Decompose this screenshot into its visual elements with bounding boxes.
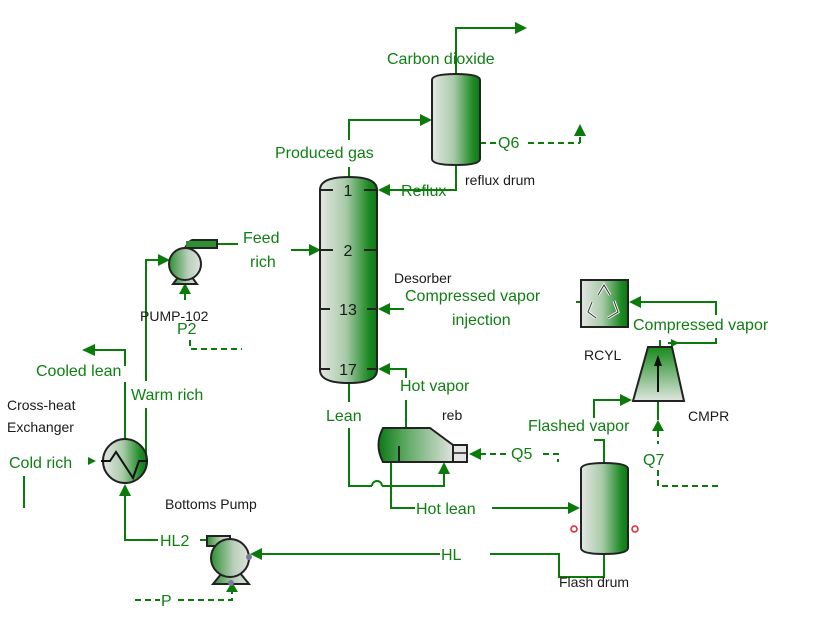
desorber-column[interactable]: 1 2 13 17 (319, 175, 378, 385)
label-hl2: HL2 (160, 533, 189, 550)
label-bottoms-pump: Bottoms Pump (165, 496, 257, 512)
label-flash-drum: Flash drum (559, 574, 629, 590)
label-p2: P2 (177, 321, 197, 338)
label-compressed-vapor-injection-1: Compressed vapor (405, 288, 541, 305)
label-produced-gas: Produced gas (275, 145, 374, 162)
label-rcyl: RCYL (584, 347, 622, 363)
stream-q5[interactable] (469, 448, 559, 462)
stream-compressed-vapor[interactable] (629, 296, 717, 347)
label-warm-rich: Warm rich (131, 387, 203, 404)
label-cooled-lean: Cooled lean (36, 363, 121, 380)
label-reflux: Reflux (401, 183, 446, 200)
recycle-block[interactable] (580, 279, 629, 328)
label-q6: Q6 (498, 135, 519, 152)
port-marker-right (631, 525, 639, 533)
stream-hl[interactable] (250, 548, 605, 578)
label-flashed-vapor: Flashed vapor (528, 418, 630, 435)
label-reb: reb (442, 407, 462, 423)
stream-feed-rich[interactable] (217, 243, 321, 256)
streams (23, 22, 720, 601)
stream-reflux[interactable] (378, 165, 457, 196)
reboiler[interactable] (377, 427, 468, 463)
stream-q7[interactable] (652, 401, 720, 487)
label-pump-102: PUMP-102 (140, 308, 209, 324)
label-cold-rich: Cold rich (9, 455, 72, 472)
label-hl: HL (441, 547, 462, 564)
label-feed: Feed (243, 230, 279, 247)
block-labels: Desorber reflux drum PUMP-102 RCYL CMPR … (7, 172, 729, 590)
stage-label-17: 17 (339, 362, 357, 379)
label-q5: Q5 (511, 446, 532, 463)
label-compressed-vapor-injection-2: injection (452, 312, 511, 329)
stream-cold-rich[interactable] (23, 457, 96, 508)
stream-lean[interactable] (348, 383, 450, 487)
label-p: P (161, 593, 172, 610)
stream-hot-vapor[interactable] (378, 363, 407, 428)
stream-q6[interactable] (480, 124, 586, 144)
label-carbon-dioxide: Carbon dioxide (387, 51, 495, 68)
stream-flashed-vapor[interactable] (593, 394, 632, 463)
stage-label-13: 13 (339, 302, 357, 319)
label-cmpr: CMPR (688, 408, 729, 424)
compressor[interactable] (631, 346, 686, 402)
stream-warm-rich[interactable] (145, 254, 170, 455)
label-reflux-drum: reflux drum (465, 172, 535, 188)
port-marker-left (570, 525, 578, 533)
reflux-drum[interactable] (431, 72, 481, 167)
label-cross-hx-line1: Cross-heat (7, 397, 76, 413)
stream-p[interactable] (135, 582, 238, 601)
label-cross-hx-line2: Exchanger (7, 419, 74, 435)
label-lean: Lean (326, 408, 362, 425)
label-hot-vapor: Hot vapor (400, 378, 470, 395)
stream-hot-lean[interactable] (390, 463, 580, 514)
label-hot-lean: Hot lean (416, 501, 476, 518)
label-desorber: Desorber (394, 270, 452, 286)
label-compressed-vapor: Compressed vapor (633, 317, 769, 334)
stream-labels: Carbon dioxide Produced gas Reflux Q6 Fe… (9, 51, 769, 610)
label-rich: rich (250, 254, 276, 271)
stage-label-1: 1 (344, 183, 353, 200)
flash-drum[interactable] (570, 461, 639, 556)
stage-label-2: 2 (344, 243, 353, 260)
stream-produced-gas[interactable] (348, 114, 432, 177)
stream-hl2[interactable] (119, 484, 207, 541)
stream-p2[interactable] (179, 283, 242, 350)
label-q7: Q7 (643, 452, 664, 469)
stream-carbon-dioxide[interactable] (455, 22, 527, 74)
stream-cooled-lean[interactable] (82, 344, 126, 439)
bottoms-pump[interactable] (206, 535, 252, 586)
cross-heat-exchanger[interactable] (101, 438, 148, 484)
pump-102[interactable] (168, 238, 218, 285)
